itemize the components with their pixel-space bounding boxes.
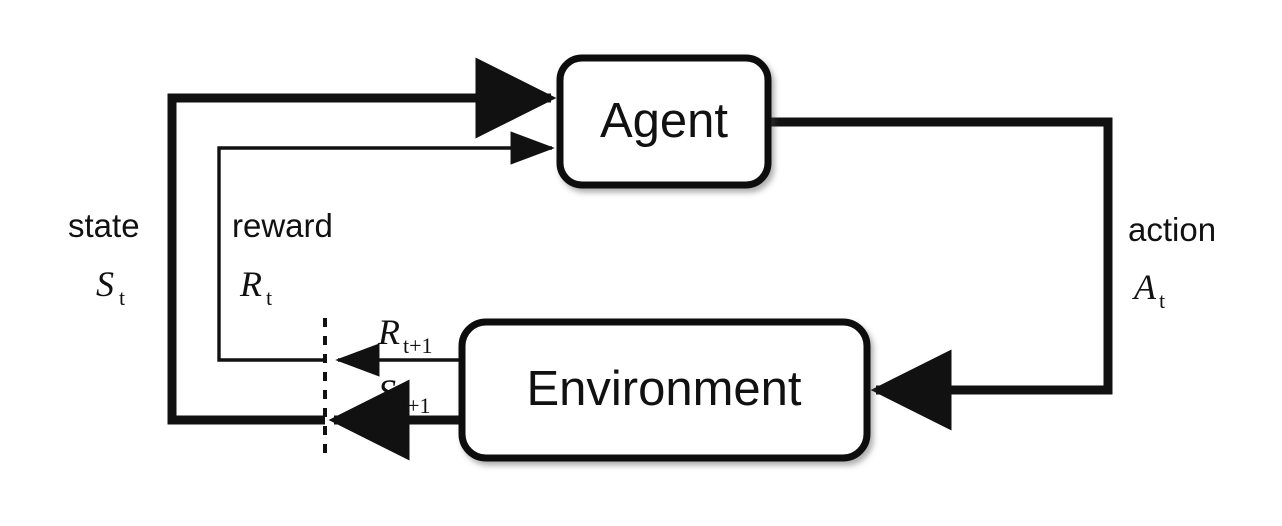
node-agent[interactable]: Agent [556,54,772,189]
edge-reward [217,131,555,362]
node-environment[interactable]: Environment [458,318,871,462]
environment-label: Environment [526,362,801,416]
action-word: action [1128,211,1216,248]
agent-label: Agent [600,94,728,148]
reward-edge-path [217,131,555,362]
label-reward: reward R t [232,207,333,310]
edge-state [167,57,557,425]
label-state: state S t [68,207,140,310]
action-symbol-subscript: t [1159,288,1165,313]
state-edge-path [167,57,557,425]
state-symbol-subscript: t [119,285,125,310]
edge-action [768,117,1113,431]
action-edge-path [768,117,1113,431]
label-action: action A t [1128,211,1216,313]
environment-box[interactable] [458,318,871,462]
reward-next-symbol-subscript: t+1 [403,333,433,358]
state-word: state [68,207,140,244]
reward-word: reward [232,207,333,244]
reward-next-symbol: R [377,312,400,352]
reward-symbol-subscript: t [266,285,272,310]
label-reward-next: R t+1 [377,312,433,358]
agent-box[interactable] [556,54,772,189]
reward-symbol: R [239,264,262,304]
action-symbol: A [1132,267,1157,307]
state-symbol: S [96,264,114,304]
state-next-symbol-subscript: t+1 [401,393,431,418]
label-state-next: S t+1 [378,372,431,418]
state-next-symbol: S [378,372,396,412]
